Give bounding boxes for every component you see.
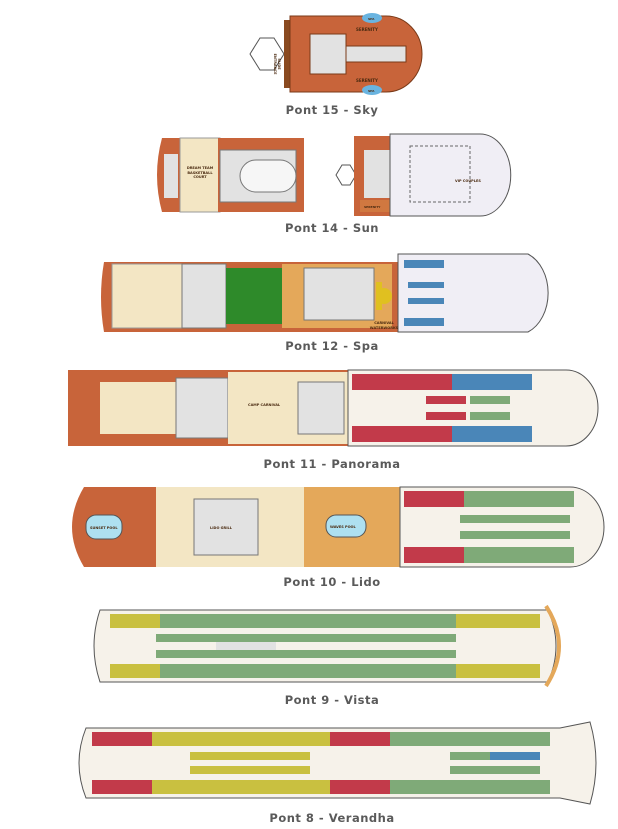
deck-10-plan: SUNSET POOL LIDO GRILL WAVES POOL [72,486,605,568]
deck-14-label: Pont 14 - Sun [285,221,379,235]
area-waterworks: CARNIVAL WATERWORKS [369,321,399,330]
area-waves-pool: WAVES POOL [330,525,357,529]
area-sunset-pool: SUNSET POOL [90,526,118,530]
deck-15-label: Pont 15 - Sky [285,103,379,117]
deck-15-plan: SERENITY SERENITY SPA SPA [249,13,423,95]
deck-11-plan: CAMP CARNIVAL [68,369,599,447]
area-spa-bottom: SPA [368,89,375,93]
area-spa-top: SPA [368,17,375,21]
area-serenity-top: SERENITY [356,27,378,32]
area-serenity-bottom: SERENITY [356,78,378,83]
deck-12-plan [101,253,549,333]
deck-11-label: Pont 11 - Panorama [263,457,401,471]
area-basketball: DREAM TEAM BASKETBALL COURT [186,166,214,179]
deck-8-plan [78,721,597,805]
deck-10-label: Pont 10 - Lido [283,575,381,589]
area-serenity-14: SERENITY [364,205,381,209]
area-camp-carnival: CAMP CARNIVAL [248,403,281,407]
deck-9-plan [93,604,561,688]
area-slide-entrance: SLIDE ENTRANCE [273,53,281,75]
deck-12-label: Pont 12 - Spa [285,339,379,353]
deck-8-label: Pont 8 - Verandha [269,811,395,825]
area-vip-couples: VIP COUPLES [455,179,481,183]
deck-9-label: Pont 9 - Vista [284,693,380,707]
deck-14-plan: SERENITY VIP COUPLES [157,133,512,217]
area-lido-grill: LIDO GRILL [210,526,233,530]
